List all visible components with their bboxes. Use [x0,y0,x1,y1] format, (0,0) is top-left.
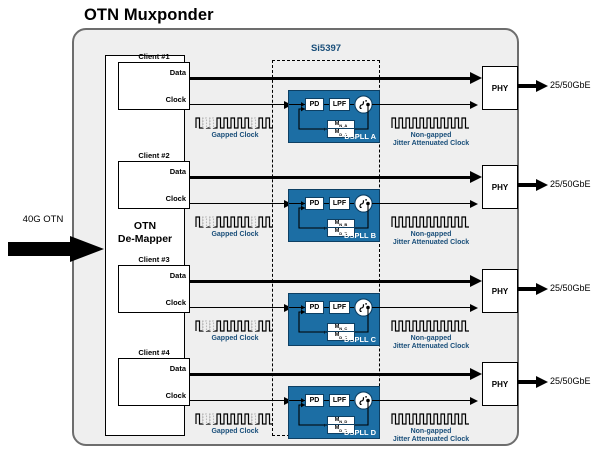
demapper-line-2: De-Mapper [117,233,173,245]
phy-output-path [518,183,542,187]
output-rate-label: 25/50GbE [550,179,591,189]
input-label: 40G OTN [22,214,64,225]
phy-output-arrow-icon [536,80,550,92]
si5397-boundary [272,60,380,436]
demapper-line-1: OTN [133,220,157,232]
phy-output-arrow-icon [536,376,550,388]
input-arrow-icon [8,236,108,262]
output-rate-label: 25/50GbE [550,80,591,90]
phy-output-path [518,287,542,291]
phy-output-path [518,380,542,384]
output-rate-label: 25/50GbE [550,376,591,386]
phy-output-path [518,84,542,88]
output-rate-label: 25/50GbE [550,283,591,293]
si5397-label: Si5397 [310,43,342,54]
phy-output-arrow-icon [536,179,550,191]
phy-output-arrow-icon [536,283,550,295]
otn-demapper-label: OTN De-Mapper [105,220,185,246]
page-title: OTN Muxponder [84,6,214,24]
